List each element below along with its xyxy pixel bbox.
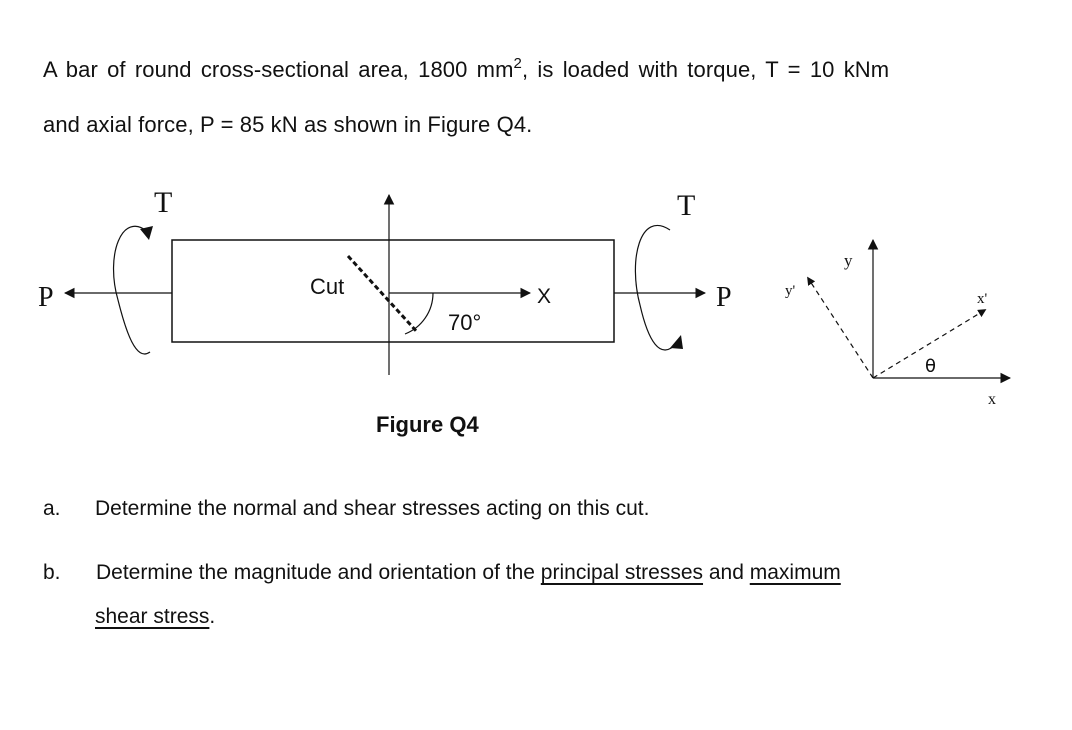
question-b-line-1: Determine the magnitude and orientation … <box>96 561 841 585</box>
question-b-label: b. <box>43 561 61 584</box>
rot-x-prime-label: x' <box>977 291 988 307</box>
principal-stresses-link[interactable]: principal stresses <box>540 561 704 584</box>
intro-line-2: and axial force, P = 85 kN as shown in F… <box>43 112 533 137</box>
question-b-period: . <box>209 605 216 628</box>
bar-rectangle <box>171 239 615 343</box>
intro-exponent: 2 <box>513 55 522 72</box>
intro-line-1-suffix: , is loaded with torque, T = 10 kNm <box>521 57 890 82</box>
intro-line-1: A bar of round cross-sectional area, 180… <box>43 55 890 83</box>
force-left-label: P <box>38 282 54 313</box>
torque-left-arrowhead <box>140 226 153 240</box>
rot-y-label: y <box>844 251 853 270</box>
rot-theta-label: θ <box>925 356 936 377</box>
cut-label: Cut <box>310 274 344 299</box>
rot-y-prime-label: y' <box>785 283 796 299</box>
torque-right-label: T <box>677 189 695 222</box>
rot-y-prime-axis <box>807 276 874 379</box>
torque-right-arrowhead <box>670 335 683 349</box>
torque-left-label: T <box>154 186 172 219</box>
cut-line <box>346 254 420 335</box>
question-a-text: Determine the normal and shear stresses … <box>95 497 650 520</box>
angle-arc <box>404 292 434 335</box>
figure-caption: Figure Q4 <box>376 412 479 437</box>
rot-x-label: x <box>988 391 996 408</box>
torque-right-arrow <box>634 224 678 351</box>
question-b-text-part1: Determine the magnitude and orientation … <box>96 561 541 584</box>
question-b-line-2: shear stress. <box>95 605 215 629</box>
intro-line-1-prefix: A bar of round cross-sectional area, 180… <box>43 57 514 82</box>
question-b-text-part2: and <box>703 561 750 584</box>
rot-x-prime-axis <box>872 309 987 379</box>
axis-x-label: X <box>537 285 551 308</box>
question-a-label: a. <box>43 497 61 520</box>
force-right-label: P <box>716 282 732 313</box>
shear-stress-link[interactable]: shear stress <box>95 605 210 628</box>
maximum-link[interactable]: maximum <box>749 561 841 584</box>
torque-left-arrow <box>112 225 151 355</box>
angle-label: 70° <box>448 310 481 335</box>
